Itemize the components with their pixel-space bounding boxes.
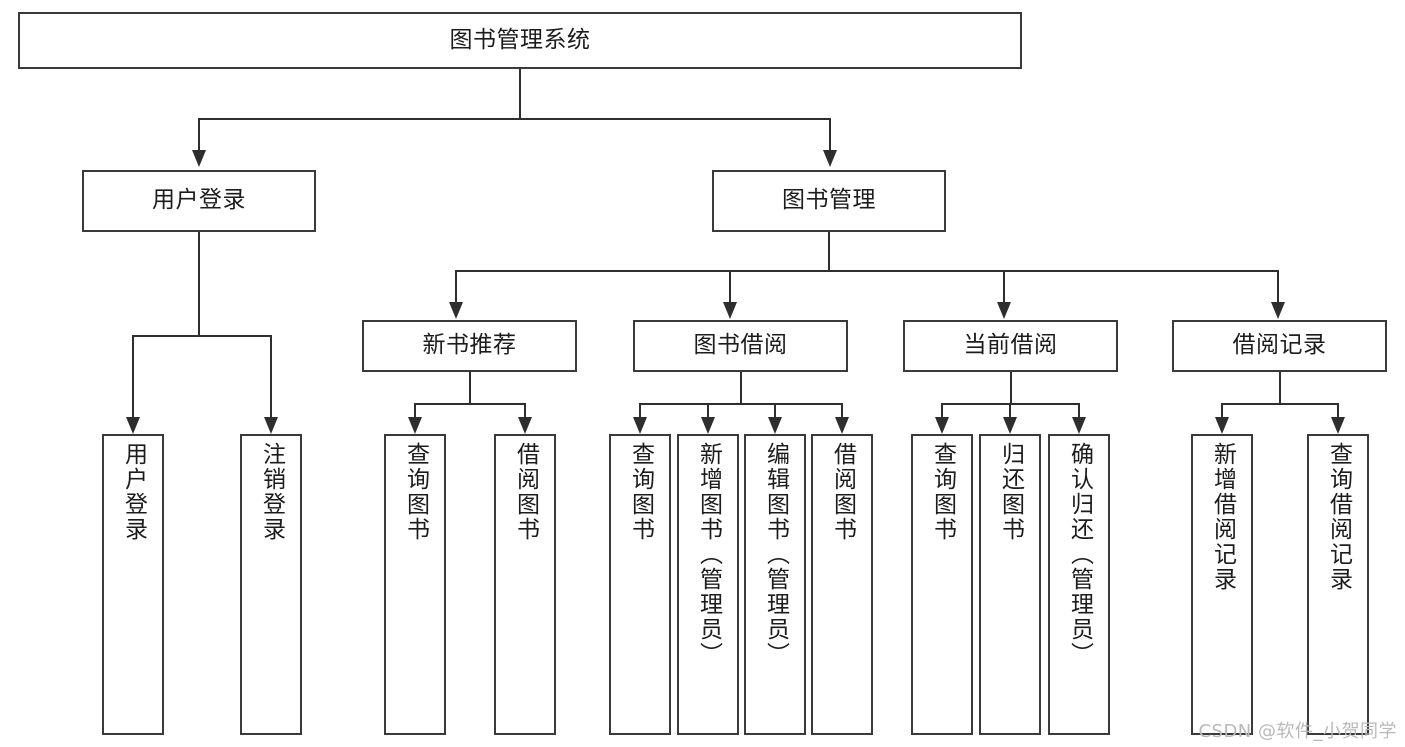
node-borrow-record[interactable]: 借阅记录 xyxy=(1172,320,1387,372)
leaf-borrow-book[interactable]: 借阅图书 xyxy=(811,434,873,735)
leaf-query-book-borrow[interactable]: 查询图书 xyxy=(609,434,671,735)
arrow-to-leaf-query-book-1 xyxy=(408,417,422,434)
edge-level3-drop-2 xyxy=(729,270,731,304)
node-label: 查询借阅记录 xyxy=(1325,442,1352,592)
leaf-return-book[interactable]: 归还图书 xyxy=(979,434,1041,735)
arrow-to-user-login xyxy=(192,150,206,167)
node-label: 编辑图书（管理员） xyxy=(762,442,789,667)
arrow-to-leaf-edit-book xyxy=(768,417,782,434)
leaf-user-login[interactable]: 用户登录 xyxy=(102,434,164,735)
arrow-to-leaf-borrow-book-2 xyxy=(835,417,849,434)
arrow-to-leaf-logout xyxy=(264,417,278,434)
arrow-to-leaf-query-book-2 xyxy=(633,417,647,434)
node-label: 借阅图书 xyxy=(829,442,856,542)
arrow-to-current-borrow xyxy=(997,302,1011,319)
node-label: 查询图书 xyxy=(929,442,956,542)
edge-borrow-record-bar xyxy=(1222,403,1338,405)
edge-borrow-record-drop-2 xyxy=(1337,403,1339,419)
edge-level3-drop-4 xyxy=(1277,270,1279,304)
node-new-book-recommend[interactable]: 新书推荐 xyxy=(362,320,577,372)
leaf-add-borrow-record[interactable]: 新增借阅记录 xyxy=(1191,434,1253,735)
leaf-confirm-return-admin[interactable]: 确认归还（管理员） xyxy=(1048,434,1110,735)
arrow-to-book-management xyxy=(823,150,837,167)
node-current-borrow[interactable]: 当前借阅 xyxy=(903,320,1118,372)
node-label: 注销登录 xyxy=(258,442,285,542)
edge-new-book-drop-2 xyxy=(524,403,526,419)
node-label: 新书推荐 xyxy=(422,332,517,359)
edge-borrow-record-drop-1 xyxy=(1221,403,1223,419)
leaf-query-book-current[interactable]: 查询图书 xyxy=(911,434,973,735)
edge-new-book-drop-1 xyxy=(414,403,416,419)
edge-new-book-bar xyxy=(415,403,525,405)
arrow-to-book-borrow xyxy=(723,302,737,319)
arrow-to-leaf-user-login xyxy=(126,417,140,434)
edge-level3-bar xyxy=(456,270,1279,272)
leaf-add-book-admin[interactable]: 新增图书（管理员） xyxy=(677,434,739,735)
node-label: 确认归还（管理员） xyxy=(1066,442,1093,667)
edge-level3-drop-1 xyxy=(455,270,457,304)
edge-user-login-stem xyxy=(198,232,200,335)
edge-root-stem xyxy=(519,69,521,118)
edge-book-management-stem xyxy=(828,232,830,271)
arrow-to-leaf-add-book xyxy=(701,417,715,434)
node-label: 用户登录 xyxy=(152,187,246,214)
node-label: 用户登录 xyxy=(120,442,147,542)
edge-book-borrow-drop-1 xyxy=(639,403,641,419)
node-label: 当前借阅 xyxy=(963,332,1058,359)
arrow-to-leaf-return-book xyxy=(1003,417,1017,434)
edge-level1-bar xyxy=(199,118,831,120)
node-label: 图书借阅 xyxy=(693,332,788,359)
node-book-management[interactable]: 图书管理 xyxy=(712,170,946,232)
node-label: 借阅图书 xyxy=(512,442,539,542)
edge-book-borrow-drop-2 xyxy=(707,403,709,419)
leaf-borrow-book-recommend[interactable]: 借阅图书 xyxy=(494,434,556,735)
arrow-to-leaf-query-record xyxy=(1331,417,1345,434)
node-label: 图书管理系统 xyxy=(449,26,591,53)
edge-book-borrow-drop-3 xyxy=(774,403,776,419)
watermark-text: CSDN @软件_小贺同学 xyxy=(1198,721,1397,742)
edge-current-borrow-drop-3 xyxy=(1078,403,1080,419)
edge-user-login-drop-2 xyxy=(270,335,272,419)
arrow-to-borrow-record xyxy=(1271,302,1285,319)
arrow-to-leaf-borrow-book-1 xyxy=(518,417,532,434)
leaf-logout[interactable]: 注销登录 xyxy=(240,434,302,735)
node-label: 借阅记录 xyxy=(1232,332,1327,359)
node-label: 图书管理 xyxy=(782,187,876,214)
node-label: 新增借阅记录 xyxy=(1209,442,1236,592)
edge-level3-drop-3 xyxy=(1003,270,1005,304)
node-label: 新增图书（管理员） xyxy=(695,442,722,667)
leaf-edit-book-admin[interactable]: 编辑图书（管理员） xyxy=(744,434,806,735)
edge-current-borrow-drop-2 xyxy=(1009,403,1011,419)
edge-borrow-record-stem xyxy=(1279,372,1281,403)
edge-level1-drop-right xyxy=(829,118,831,152)
arrow-to-new-book-recommend xyxy=(449,302,463,319)
node-label: 查询图书 xyxy=(627,442,654,542)
leaf-query-borrow-record[interactable]: 查询借阅记录 xyxy=(1307,434,1369,735)
node-label: 查询图书 xyxy=(402,442,429,542)
edge-current-borrow-stem xyxy=(1010,372,1012,403)
edge-book-borrow-bar xyxy=(640,403,842,405)
arrow-to-leaf-query-book-3 xyxy=(935,417,949,434)
node-root-book-management-system[interactable]: 图书管理系统 xyxy=(18,12,1022,69)
edge-book-borrow-stem xyxy=(740,372,742,403)
node-user-login[interactable]: 用户登录 xyxy=(82,170,316,232)
node-label: 归还图书 xyxy=(997,442,1024,542)
edge-current-borrow-bar xyxy=(942,403,1080,405)
edge-current-borrow-drop-1 xyxy=(941,403,943,419)
arrow-to-leaf-add-record xyxy=(1215,417,1229,434)
edge-book-borrow-drop-4 xyxy=(841,403,843,419)
node-book-borrow[interactable]: 图书借阅 xyxy=(633,320,848,372)
edge-user-login-bar xyxy=(133,335,272,337)
arrow-to-leaf-confirm-return xyxy=(1072,417,1086,434)
leaf-query-book-recommend[interactable]: 查询图书 xyxy=(384,434,446,735)
edge-new-book-stem xyxy=(469,372,471,403)
edge-user-login-drop-1 xyxy=(132,335,134,419)
edge-level1-drop-left xyxy=(198,118,200,152)
